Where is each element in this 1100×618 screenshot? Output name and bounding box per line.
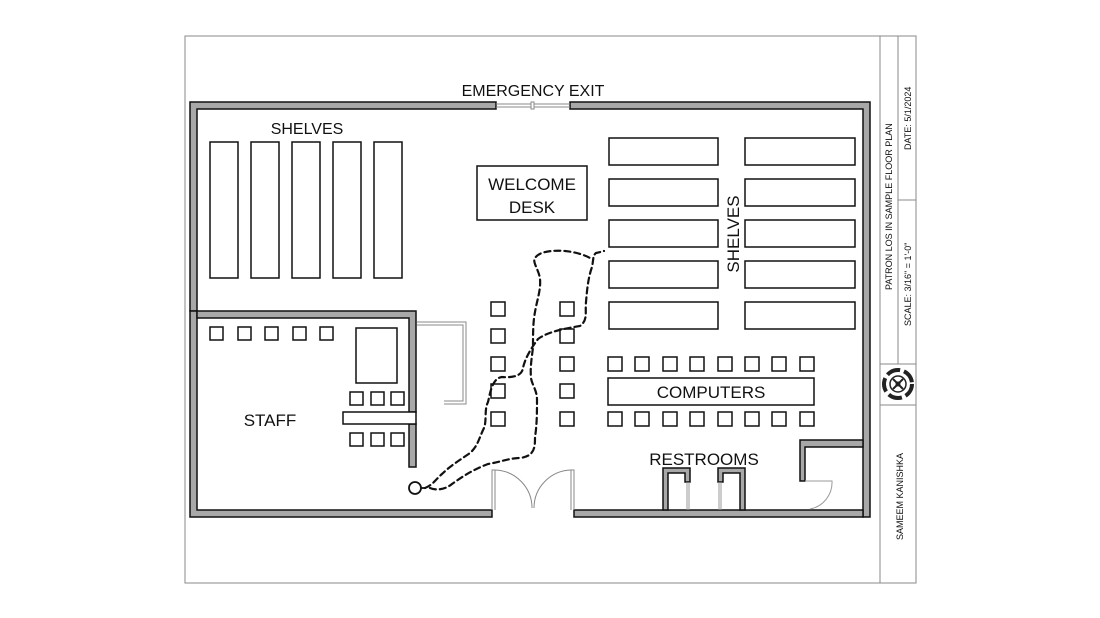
chair [689,411,705,427]
main-entrance-door[interactable] [491,469,575,510]
shelf [744,260,856,289]
computers-label: COMPUTERS [657,383,766,402]
chair [490,411,506,427]
shelf [744,219,856,248]
plan-scale: SCALE: 3/16" = 1'-0" [903,243,913,326]
chair [390,391,405,406]
patron-start-marker [408,481,422,495]
chair [490,356,506,372]
chair [490,301,506,317]
chair [771,356,787,372]
chair [744,411,760,427]
emergency-exit-label: EMERGENCY EXIT [462,83,605,100]
patron-path [423,249,606,491]
shelf [209,141,239,279]
chair [717,356,733,372]
chair [662,356,678,372]
shelves-left-label: SHELVES [271,121,344,138]
chair [390,432,405,447]
right-shelves [608,137,856,330]
chair [490,328,506,344]
shelf [608,219,719,248]
restrooms-label: RESTROOMS [649,450,759,469]
shelf [373,141,403,279]
wall-bottom-right [573,509,864,518]
chair [607,356,623,372]
shelf [744,137,856,166]
shelf [291,141,321,279]
chair [717,411,733,427]
wall-staff-right-lower [408,423,417,468]
shelf [744,178,856,207]
storage-door [805,480,833,510]
welcome-desk-label-line2: DESK [509,198,556,217]
staff-door[interactable] [417,321,467,405]
staff-label: STAFF [244,411,297,430]
computer-chairs [607,356,815,427]
chair [662,411,678,427]
chair [292,326,307,341]
chair [264,326,279,341]
chair [370,391,385,406]
emergency-exit-door[interactable] [496,101,570,110]
shelf [250,141,280,279]
left-shelves [209,141,403,279]
shelf [744,301,856,330]
chair [237,326,252,341]
shelf [608,301,719,330]
chair [607,411,623,427]
welcome-desk-label-line1: WELCOME [488,175,576,194]
wall-left-bottom [189,310,493,518]
author-name: SAMEEM KANISHKA [895,453,905,540]
chair [799,411,815,427]
chair [771,411,787,427]
chair [559,328,575,344]
chair [349,391,364,406]
computer-table [607,377,815,406]
reading-chairs [490,301,575,427]
restroom-doors[interactable] [686,480,833,510]
chair [799,356,815,372]
seal-logo-icon [882,368,914,400]
chair [559,383,575,399]
shelf [608,137,719,166]
chair [349,432,364,447]
chair [559,411,575,427]
plan-date: DATE: 5/1/2024 [903,87,913,150]
chair [559,356,575,372]
chair [370,432,385,447]
chair [559,301,575,317]
chair [634,411,650,427]
sheet-border [184,35,917,584]
chair [744,356,760,372]
chair [209,326,224,341]
staff-table [355,327,398,384]
shelf [608,178,719,207]
plan-title: PATRON LOS IN SAMPLE FLOOR PLAN [884,123,894,290]
chair [634,356,650,372]
shelves-right-label: SHELVES [724,195,743,272]
chair [689,356,705,372]
shelf [332,141,362,279]
staff-chairs [209,326,405,447]
staff-counter [342,411,417,425]
welcome-desk [476,165,588,221]
shelf [608,260,719,289]
chair [319,326,334,341]
